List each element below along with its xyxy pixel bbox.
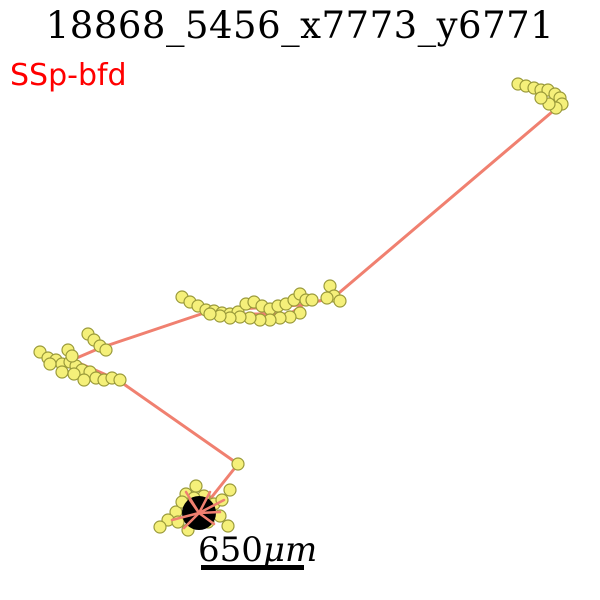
axon-segment bbox=[197, 498, 226, 515]
scale-bar bbox=[201, 565, 304, 570]
bouton bbox=[43, 357, 57, 371]
scale-unit: μm bbox=[262, 530, 318, 570]
bouton bbox=[221, 519, 235, 533]
bouton bbox=[99, 343, 113, 357]
axon-segment bbox=[170, 511, 201, 522]
scale-label: 650μm bbox=[198, 530, 317, 570]
bouton bbox=[65, 349, 79, 363]
bouton bbox=[67, 367, 81, 381]
bouton bbox=[203, 307, 217, 321]
bouton bbox=[77, 373, 91, 387]
bouton bbox=[534, 91, 548, 105]
scale-value: 650 bbox=[198, 530, 263, 570]
boutons bbox=[33, 77, 569, 537]
bouton bbox=[320, 291, 334, 305]
figure-title: 18868_5456_x7773_y6771 bbox=[45, 4, 555, 47]
axon-segment bbox=[188, 498, 201, 515]
axon-segment bbox=[197, 511, 216, 526]
bouton bbox=[231, 457, 245, 471]
dendrites bbox=[170, 490, 226, 530]
bouton bbox=[223, 483, 237, 497]
axon-segment bbox=[197, 490, 212, 515]
bouton bbox=[55, 365, 69, 379]
bouton bbox=[189, 479, 203, 493]
bouton bbox=[153, 520, 167, 534]
axon-segment bbox=[208, 110, 554, 313]
bouton bbox=[113, 373, 127, 387]
axon-segment bbox=[197, 510, 222, 515]
axon-segment bbox=[182, 511, 201, 530]
bouton bbox=[305, 293, 319, 307]
region-label: SSp-bfd bbox=[10, 58, 127, 93]
bouton bbox=[333, 294, 347, 308]
